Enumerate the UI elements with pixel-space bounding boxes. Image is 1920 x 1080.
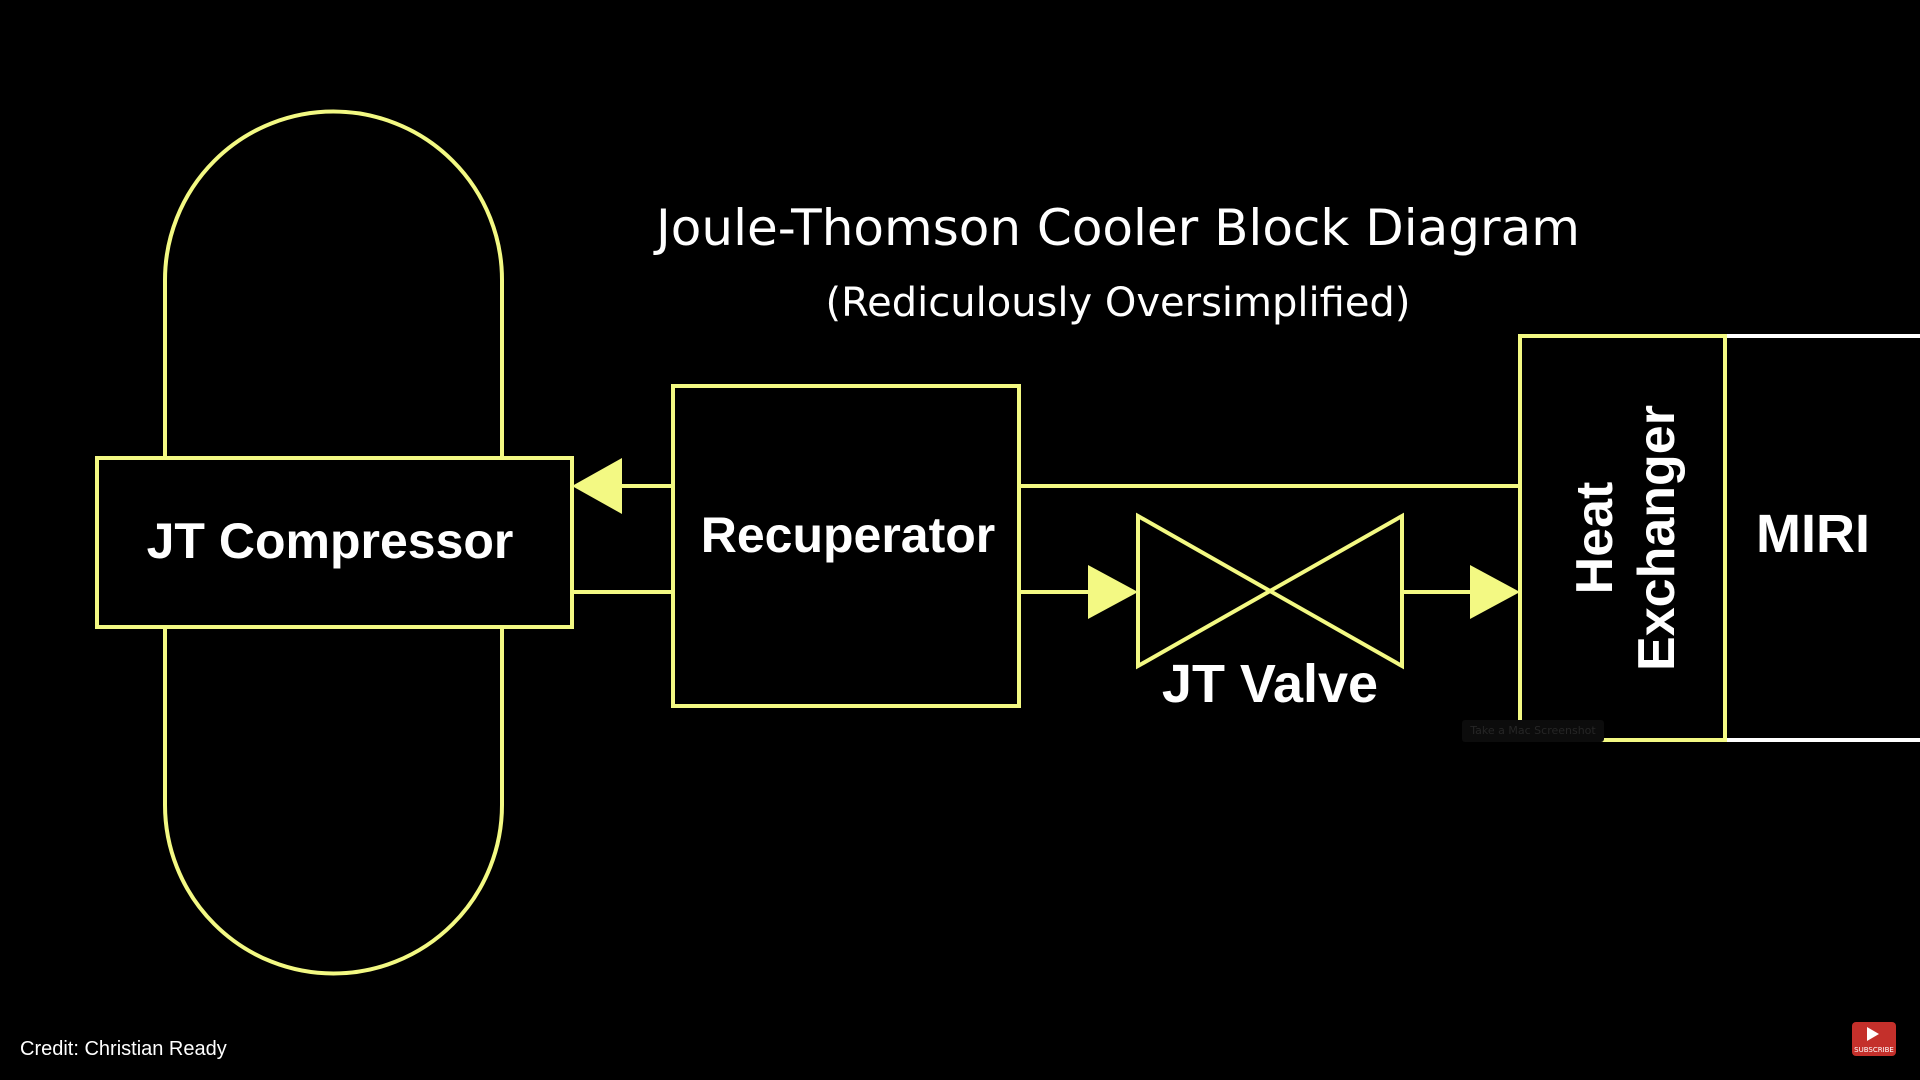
- arrow-right-icon: [1088, 565, 1138, 619]
- screenshot-tooltip: Take a Mac Screenshot: [1462, 720, 1604, 742]
- diagram-title: Joule-Thomson Cooler Block Diagram: [653, 199, 1580, 257]
- diagram-subtitle: (Rediculously Oversimplified): [826, 280, 1411, 326]
- miri-label: MIRI: [1756, 504, 1870, 564]
- youtube-play-icon: [1867, 1027, 1879, 1041]
- compressor-label: JT Compressor: [147, 513, 514, 569]
- compressor-box: [95, 456, 574, 629]
- compressor-loop: [163, 109, 504, 976]
- credit-text: Credit: Christian Ready: [20, 1038, 227, 1060]
- heat-exchanger-label-line2: Exchanger: [1628, 405, 1686, 671]
- jt-valve-label: JT Valve: [1162, 654, 1378, 714]
- subscribe-button[interactable]: SUBSCRIBE: [1852, 1022, 1896, 1056]
- recuperator-box: [671, 384, 1021, 708]
- subscribe-label: SUBSCRIBE: [1854, 1046, 1894, 1054]
- heat-exchanger-box: [1518, 334, 1727, 742]
- recuperator-label: Recuperator: [701, 507, 996, 563]
- heat-exchanger-label-line1: Heat: [1566, 482, 1624, 595]
- arrow-left-icon: [572, 458, 622, 514]
- arrow-right-icon: [1470, 565, 1520, 619]
- jt-valve-icon: [1136, 512, 1404, 670]
